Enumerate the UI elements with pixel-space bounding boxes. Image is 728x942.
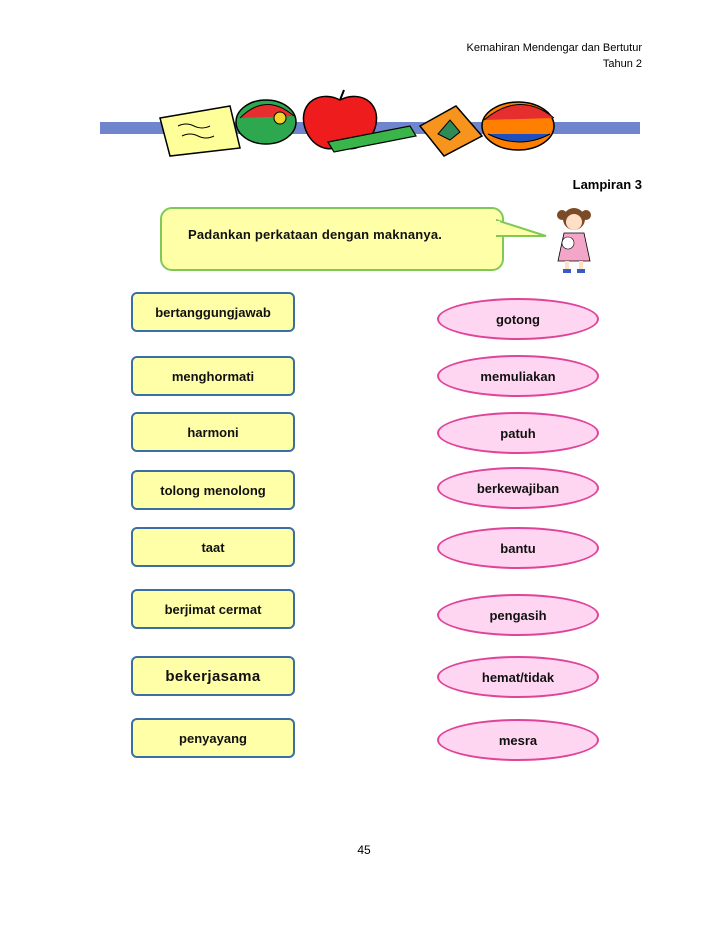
word-box[interactable]: penyayang bbox=[131, 718, 295, 758]
toy-top-icon bbox=[481, 101, 555, 151]
speech-tail-icon bbox=[496, 218, 547, 237]
note-paper-icon bbox=[159, 105, 241, 157]
meaning-oval[interactable]: bantu bbox=[437, 527, 599, 569]
word-box[interactable]: taat bbox=[131, 527, 295, 567]
header-year: Tahun 2 bbox=[602, 58, 642, 70]
meaning-oval[interactable]: hemat/tidak bbox=[437, 656, 599, 698]
instruction-bubble: Padankan perkataan dengan maknanya. bbox=[160, 207, 504, 271]
meaning-oval[interactable]: memuliakan bbox=[437, 355, 599, 397]
banner-illustration bbox=[100, 89, 640, 157]
word-box[interactable]: menghormati bbox=[131, 356, 295, 396]
word-box[interactable]: berjimat cermat bbox=[131, 589, 295, 629]
ball-icon bbox=[235, 99, 297, 145]
word-box[interactable]: harmoni bbox=[131, 412, 295, 452]
girl-icon bbox=[557, 208, 591, 273]
page-number: 45 bbox=[357, 843, 371, 857]
header-subject: Kemahiran Mendengar dan Bertutur bbox=[466, 42, 643, 54]
instruction-text: Padankan perkataan dengan maknanya. bbox=[188, 227, 443, 242]
word-box[interactable]: bertanggungjawab bbox=[131, 292, 295, 332]
leaf-card-icon bbox=[418, 105, 484, 157]
word-box[interactable]: tolong menolong bbox=[131, 470, 295, 510]
meaning-oval[interactable]: mesra bbox=[437, 719, 599, 761]
appendix-label: Lampiran 3 bbox=[572, 177, 642, 192]
crayon-icon bbox=[327, 125, 417, 153]
meaning-oval[interactable]: berkewajiban bbox=[437, 467, 599, 509]
meaning-oval[interactable]: gotong bbox=[437, 298, 599, 340]
word-box[interactable]: bekerjasama bbox=[131, 656, 295, 696]
meaning-oval[interactable]: pengasih bbox=[437, 594, 599, 636]
meaning-oval[interactable]: patuh bbox=[437, 412, 599, 454]
